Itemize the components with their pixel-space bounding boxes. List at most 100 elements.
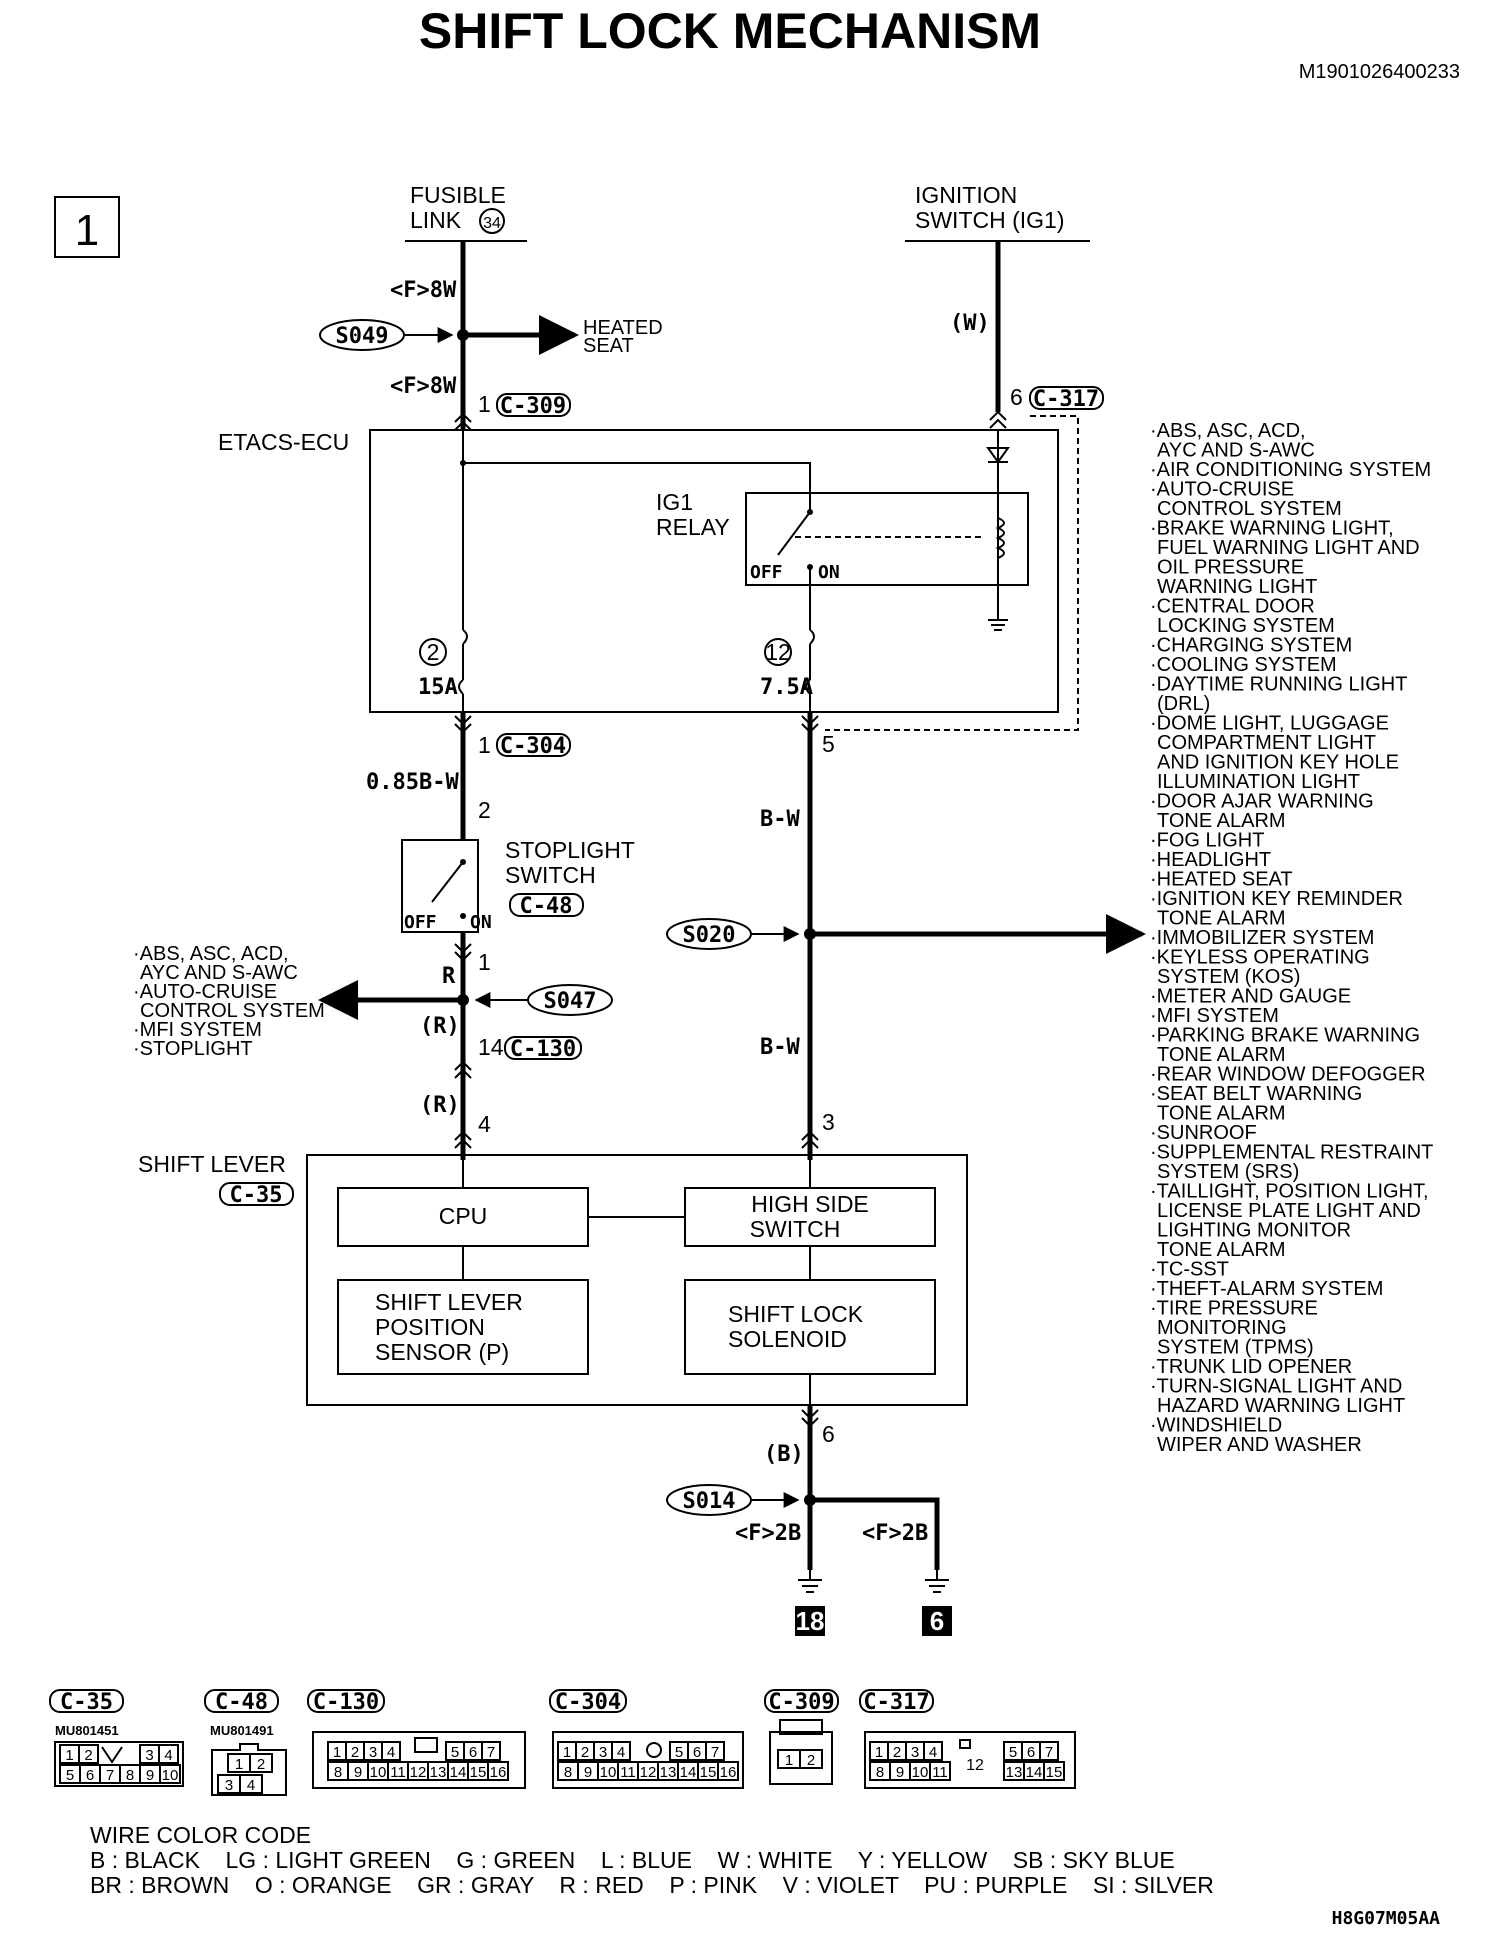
ig1-system-list-item: MONITORING [1157, 1317, 1287, 1339]
splice-s014-label: S014 [683, 1489, 736, 1514]
connector-c309-tag [496, 393, 571, 417]
connector-pin-number: 5 [1009, 1744, 1017, 1761]
pin-4-shift-lever: 4 [478, 1111, 491, 1137]
ig1-system-list-item: TONE ALARM [1157, 908, 1286, 930]
splice-s047-oval [527, 984, 613, 1016]
connector-c309-housing [769, 1731, 833, 1785]
ig1-system-list-item: ·TRUNK LID OPENER [1150, 1356, 1352, 1378]
connector-pin-number: 10 [600, 1764, 617, 1781]
connector-pin-number: 15 [470, 1764, 487, 1781]
connector-pin-cell [78, 1744, 99, 1764]
position-sensor-label-1: SHIFT LEVER [375, 1289, 523, 1315]
fusible-link-number-circle [479, 208, 505, 234]
ig1-system-list-item: ·DAYTIME RUNNING LIGHT [1150, 674, 1407, 696]
left-list-item: ·STOPLIGHT [133, 1038, 253, 1060]
position-sensor-label-3: SENSOR (P) [375, 1339, 509, 1365]
ig1-system-list-item: SYSTEM (TPMS) [1157, 1337, 1314, 1359]
ig1-system-list-item: WARNING LIGHT [1157, 576, 1317, 598]
connector-c48-tag [509, 893, 584, 917]
wire-color-code-line-2: BR : BROWN O : ORANGE GR : GRAY R : RED … [90, 1872, 1214, 1898]
connector-pin-number: 6 [1027, 1744, 1035, 1761]
connector-c35-chevron-left [454, 1130, 472, 1149]
connector-pin-cell [705, 1741, 725, 1761]
etacs-ecu-label: ETACS-ECU [218, 429, 349, 455]
stoplight-switch-box [401, 839, 479, 933]
fusible-link-label-2: LINK [410, 207, 462, 233]
ig1-system-list-item: ·SUPPLEMENTAL RESTRAINT [1150, 1142, 1433, 1164]
ground-6-label: 6 [930, 1606, 944, 1636]
connector-c317-diagram-tag [859, 1689, 934, 1713]
document-code: M1901026400233 [1299, 61, 1460, 83]
fusible-link-label-1: FUSIBLE [410, 182, 506, 208]
ig1-system-list-item: ·FOG LIGHT [1150, 830, 1264, 852]
ig1-system-list-item: ·PARKING BRAKE WARNING [1150, 1025, 1420, 1047]
ig1-system-list-item: ·WINDSHIELD [1150, 1415, 1282, 1437]
connector-c317-chevron [989, 410, 1007, 429]
connector-pin-number: 4 [387, 1744, 395, 1761]
pin-1-c309: 1 [478, 391, 491, 417]
ig1-system-list-item: ·AUTO-CRUISE [1150, 479, 1294, 501]
ig1-system-list-item: AND IGNITION KEY HOLE [1157, 752, 1399, 774]
ig1-system-list-item: ·IGNITION KEY REMINDER [1150, 888, 1403, 910]
connector-pin-cell [487, 1761, 509, 1781]
connector-pin-number: 6 [86, 1767, 94, 1784]
connector-pin-number: 10 [912, 1764, 929, 1781]
position-sensor-box [337, 1279, 589, 1375]
left-list-item: ·MFI SYSTEM [133, 1019, 262, 1041]
connector-c304-key-icon [646, 1742, 662, 1758]
connector-pin-number: 4 [929, 1744, 937, 1761]
stoplight-switch-label-2: SWITCH [505, 862, 596, 888]
stoplight-switch-on-label: ON [470, 912, 492, 933]
connector-pin-cell [1043, 1761, 1065, 1781]
shift-lever-box [306, 1154, 968, 1406]
connector-pin-number: 9 [584, 1764, 592, 1781]
fuse-12-number: 12 [765, 639, 791, 665]
connector-c130-housing [312, 1731, 526, 1789]
connector-pin-number: 14 [1026, 1764, 1043, 1781]
stoplight-switch-contact [431, 861, 464, 903]
wire-label-r-paren-1: (R) [420, 1014, 460, 1039]
connector-pin-number: 1 [65, 1747, 73, 1764]
connector-c309-chevron [454, 412, 472, 431]
connector-pin-number: 1 [235, 1756, 243, 1773]
connector-pin-number: 2 [893, 1744, 901, 1761]
ig1-system-list-item: ·HEADLIGHT [1150, 849, 1271, 871]
ig1-system-list-item: OIL PRESSURE [1157, 557, 1304, 579]
connector-pin-number: 11 [620, 1764, 636, 1781]
connector-pin-number: 2 [581, 1744, 589, 1761]
connector-c48-diagram-label: C-48 [215, 1690, 268, 1715]
position-sensor-label-2: POSITION [375, 1314, 485, 1340]
connector-pin-number: 1 [563, 1744, 571, 1761]
ground-18-label: 18 [796, 1606, 825, 1636]
ig1-system-list-item: ·TIRE PRESSURE [1150, 1298, 1318, 1320]
left-list-item: ·ABS, ASC, ACD, [133, 943, 289, 965]
connector-pin-number: 6 [469, 1744, 477, 1761]
connector-pin-number: 8 [876, 1764, 884, 1781]
heated-seat-label-1: HEATED [583, 317, 663, 339]
pin-14-c130: 14 [478, 1034, 504, 1060]
connector-pin-cell [159, 1764, 181, 1784]
ignition-switch-label-1: IGNITION [915, 182, 1017, 208]
stoplight-connector-chevron [454, 943, 472, 962]
connector-pin-number: 1 [333, 1744, 341, 1761]
ignition-switch-label-2: SWITCH (IG1) [915, 207, 1065, 233]
ig1-system-list-item: ·CHARGING SYSTEM [1150, 635, 1352, 657]
connector-pin-number: 16 [720, 1764, 737, 1781]
connector-pin-number: 2 [351, 1744, 359, 1761]
connector-pin-number: 7 [487, 1744, 495, 1761]
connector-pin-number: 7 [106, 1767, 114, 1784]
pin-6-c317: 6 [1010, 384, 1023, 410]
fuse-12-icon [805, 629, 815, 695]
connector-c304-diagram-tag [549, 1689, 627, 1713]
ig1-system-list-item: ·SEAT BELT WARNING [1150, 1083, 1362, 1105]
connector-c317-housing [864, 1731, 1076, 1789]
connector-c304-housing [552, 1731, 744, 1789]
splice-s047-label: S047 [544, 989, 597, 1014]
stoplight-switch-on-terminal [460, 913, 466, 919]
heated-seat-label-2: SEAT [583, 335, 634, 357]
connector-pin-number: 11 [390, 1764, 406, 1781]
pin-5-etacs: 5 [822, 731, 835, 757]
connector-pin-number: 13 [660, 1764, 677, 1781]
